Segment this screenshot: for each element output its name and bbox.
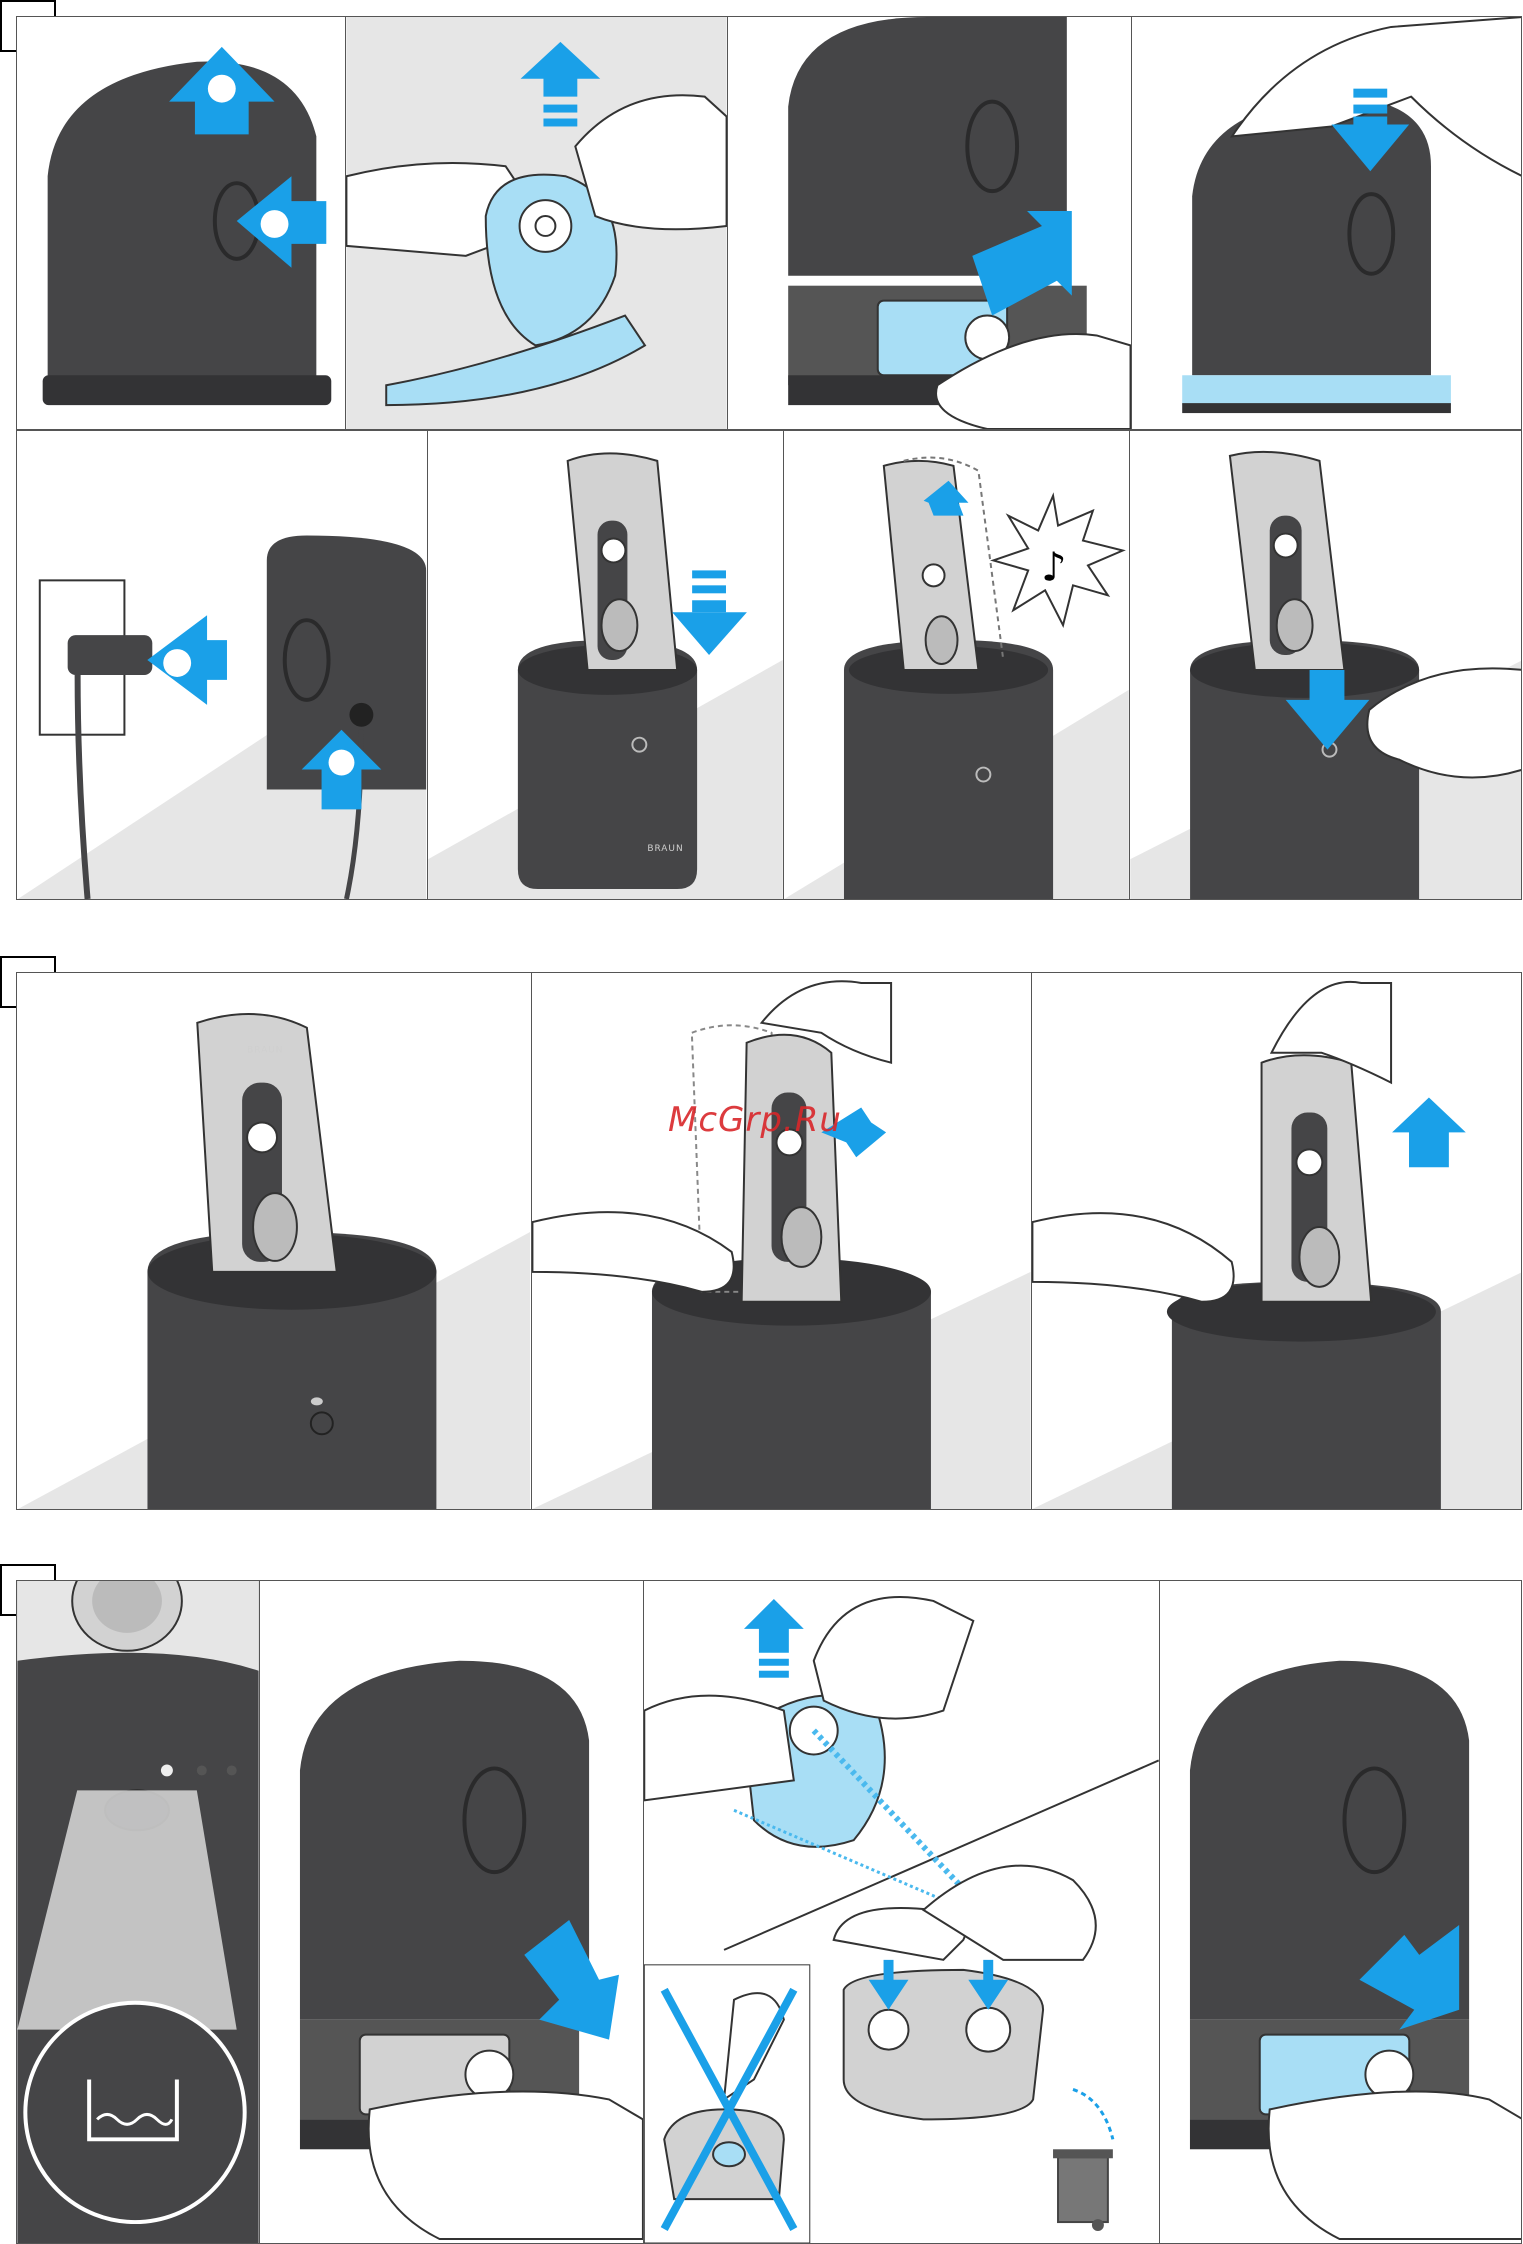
panel-press-button bbox=[1129, 431, 1522, 899]
step-c-row bbox=[16, 1580, 1522, 2244]
step-b-row: BRAUN bbox=[16, 972, 1522, 1510]
panel-open-station bbox=[17, 17, 345, 429]
panel-remove-shaver bbox=[1031, 973, 1522, 1509]
panel-insert-new-cartridge bbox=[1159, 1581, 1522, 2243]
watermark-text: McGrp.Ru bbox=[668, 1100, 842, 1140]
product-logo: BRAUN bbox=[647, 844, 683, 854]
panel-close-station bbox=[1131, 17, 1522, 429]
step-a-row2: BRAUN bbox=[16, 430, 1522, 900]
step-a-row1 bbox=[16, 16, 1522, 430]
shaver-logo: BRAUN bbox=[247, 1046, 283, 1056]
panel-peel-seal bbox=[345, 17, 727, 429]
panel-remove-cartridge bbox=[259, 1581, 643, 2243]
panel-insert-cartridge bbox=[727, 17, 1131, 429]
panel-plug-in bbox=[17, 431, 427, 899]
svg-text:♪: ♪ bbox=[1041, 544, 1066, 590]
panel-shaver-in-station: BRAUN bbox=[17, 973, 531, 1509]
panel-place-shaver: BRAUN bbox=[427, 431, 783, 899]
panel-dispose-cartridge bbox=[643, 1581, 1159, 2243]
panel-low-water-indicator bbox=[17, 1581, 259, 2243]
trash-bin-icon bbox=[1053, 2149, 1113, 2231]
panel-tilt-shaver bbox=[531, 973, 1031, 1509]
panel-click-sound: ♪ bbox=[783, 431, 1129, 899]
